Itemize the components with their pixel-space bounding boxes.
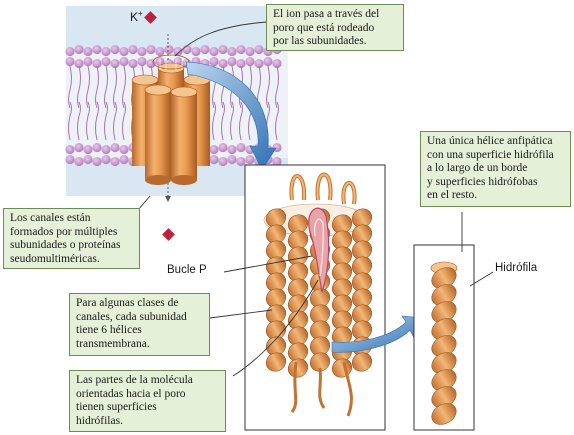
- label-hydrophilic: Hidrófila: [495, 262, 538, 274]
- single-helix: [430, 261, 458, 425]
- ion-marker-bottom: [162, 228, 175, 241]
- callout-multimeric: Los canales están formados por múltiples…: [3, 208, 140, 269]
- ion-symbol: K: [130, 10, 139, 24]
- ion-label: K+: [130, 9, 143, 24]
- callout-pore-facing: Las partes de la molécula orientadas hac…: [69, 370, 226, 432]
- label-p-loop: Bucle P: [167, 264, 207, 276]
- ion-charge: +: [138, 9, 143, 18]
- zoom-arrow-1: [185, 61, 277, 171]
- channel-subunits: [131, 54, 211, 185]
- callout-six-helices: Para algunas clases de canales, cada sub…: [69, 293, 210, 356]
- callout-pore: El ion pasa a través del poro que está r…: [266, 4, 404, 51]
- ion-marker-top: [144, 11, 157, 24]
- callout-amphipathic: Una única hélice anfipática con una supe…: [420, 131, 571, 207]
